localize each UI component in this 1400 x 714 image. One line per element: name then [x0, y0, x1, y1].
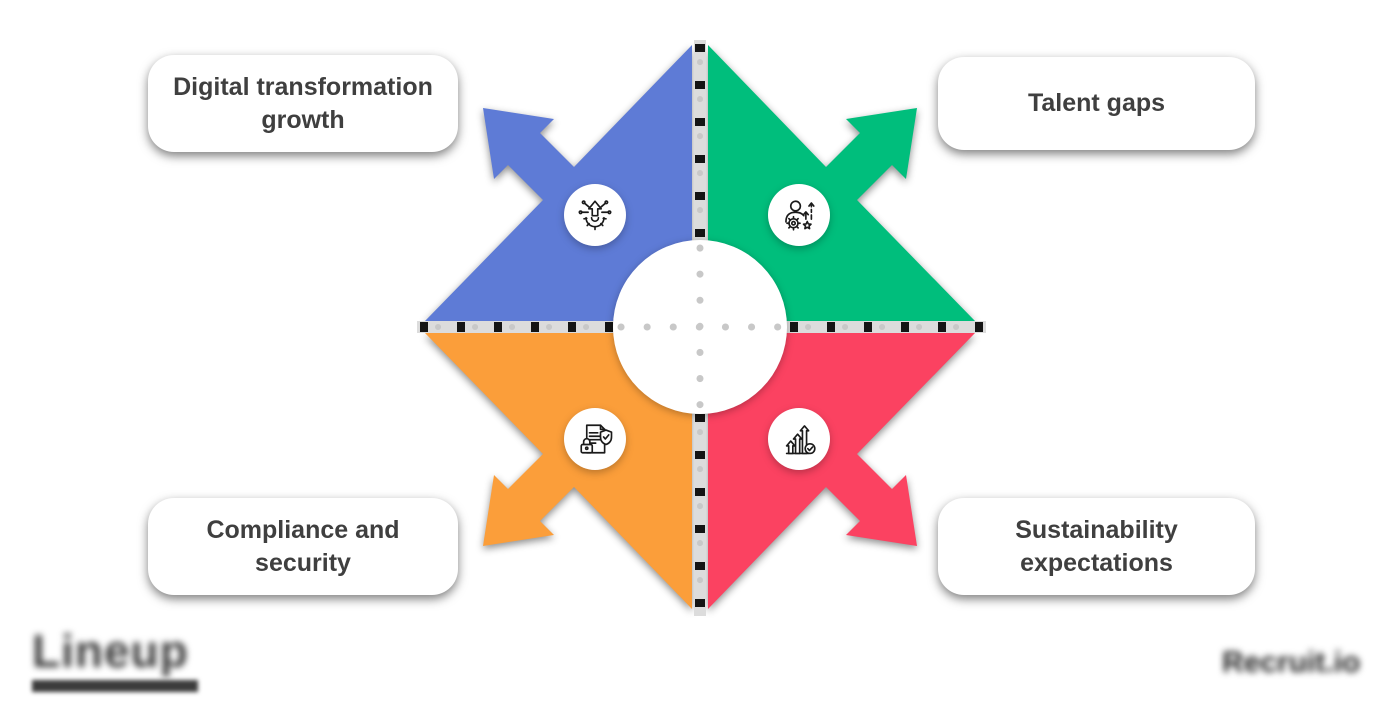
gear-up-arrow-circuit-icon: [578, 200, 612, 231]
pinwheel-arms: [425, 45, 975, 609]
crosshair-dots: [617, 244, 783, 410]
label-line: Talent gaps: [1027, 89, 1166, 117]
footer-right-logo: Recruit.io: [1222, 646, 1360, 679]
quadrant-label-talent-gaps: Talent gaps: [938, 57, 1255, 150]
arm-talent-gaps: [708, 45, 975, 321]
quadrant-label-compliance-and-security: Compliance and security: [148, 498, 458, 595]
label-text: Compliance and security: [206, 514, 399, 580]
center-hub: [613, 240, 787, 414]
quadrant-label-digital-transformation-growth: Digital transformation growth: [148, 55, 458, 152]
arm-digital-transformation: [425, 45, 692, 321]
ascending-arrows-check-icon: [785, 425, 816, 455]
right-logo-wordmark: Recruit.io: [1222, 646, 1361, 679]
label-line: Digital transformation: [173, 72, 433, 101]
arm-compliance-security: [425, 333, 692, 609]
left-logo-wordmark: Lineup: [32, 625, 189, 677]
arm-sustainability: [708, 333, 975, 609]
label-text: Sustainability expectations: [1015, 514, 1178, 580]
label-line: expectations: [1020, 548, 1173, 577]
footer-left-logo: Lineup: [32, 628, 198, 692]
left-logo-underline: [32, 680, 198, 692]
quadrant-label-sustainability-expectations: Sustainability expectations: [938, 498, 1255, 595]
label-line: security: [255, 548, 351, 577]
label-line: Compliance and: [206, 515, 400, 544]
label-line: growth: [261, 105, 345, 134]
label-text: Digital transformation growth: [173, 71, 433, 137]
document-lock-shield-check-icon: [580, 424, 613, 454]
person-gear-rising-arrows-star-icon: [785, 200, 815, 231]
label-line: Sustainability: [1015, 515, 1178, 544]
label-text: Talent gaps: [1028, 87, 1165, 120]
icon-circle-top-right: [768, 184, 830, 246]
